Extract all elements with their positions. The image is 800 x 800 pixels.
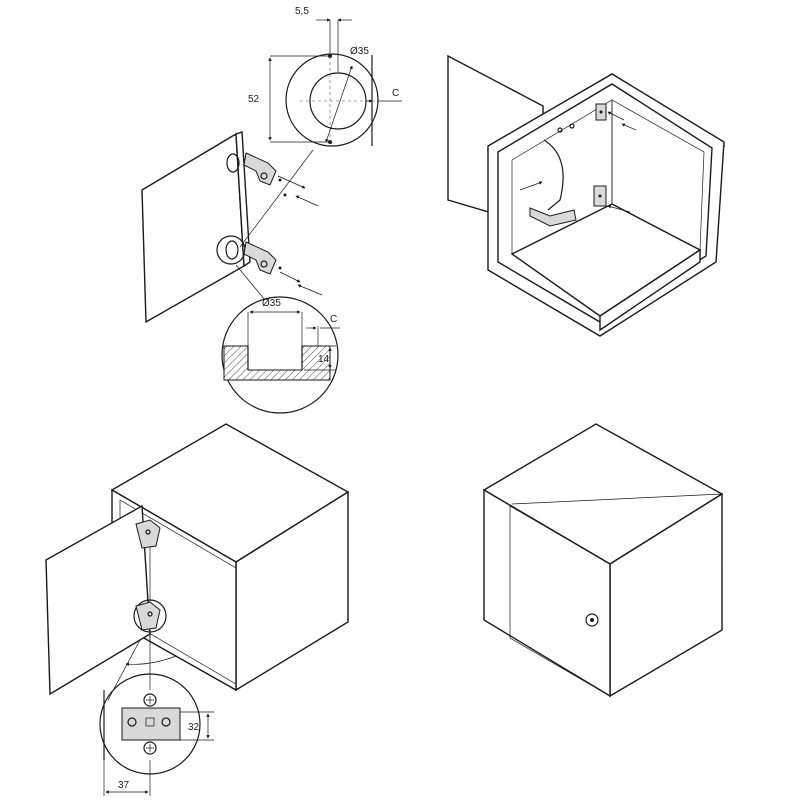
dim-bore-depth: 14 (318, 354, 330, 365)
door-panel-edge (235, 131, 251, 268)
top-detail-circle: 5,5 52 Ø35 C (248, 6, 402, 147)
dim-offset-top: 5,5 (295, 6, 309, 17)
open-hinge-lower-icon (133, 599, 167, 633)
open-hinge-upper-icon (135, 519, 161, 549)
panel-door-drilling: 5,5 52 Ø35 C Ø35 C (141, 6, 402, 414)
lower-hinge-icon (216, 235, 282, 275)
open-door (45, 504, 151, 696)
dim-edge-c-top: C (392, 88, 399, 99)
lock-icon (585, 613, 599, 627)
interior-hinge-icon (529, 123, 577, 227)
upper-hinge-icon (226, 152, 287, 197)
mounting-plate-detail: 32 37 (99, 673, 214, 796)
dim-edge-c-bottom: C (330, 314, 337, 325)
mounting-plate-upper-icon (595, 103, 607, 121)
dim-plate-height: 32 (188, 722, 200, 733)
closed-door-front (509, 505, 611, 697)
cabinet-bottom-edge (599, 248, 701, 332)
panel-cabinet-interior (447, 54, 726, 337)
bottom-detail-circle: Ø35 C 14 (221, 296, 340, 414)
panel-cabinet-closed (482, 423, 724, 698)
mounting-plate-lower-icon (593, 185, 607, 207)
door-swing-arrow (125, 655, 177, 666)
dim-bore-top: Ø35 (350, 46, 369, 57)
dim-height-52: 52 (248, 94, 260, 105)
panel-cabinet-open-door: 32 37 (45, 423, 350, 796)
dim-bore-bottom: Ø35 (262, 298, 281, 309)
dim-plate-offset: 37 (118, 780, 130, 791)
door-panel-front (141, 132, 245, 324)
